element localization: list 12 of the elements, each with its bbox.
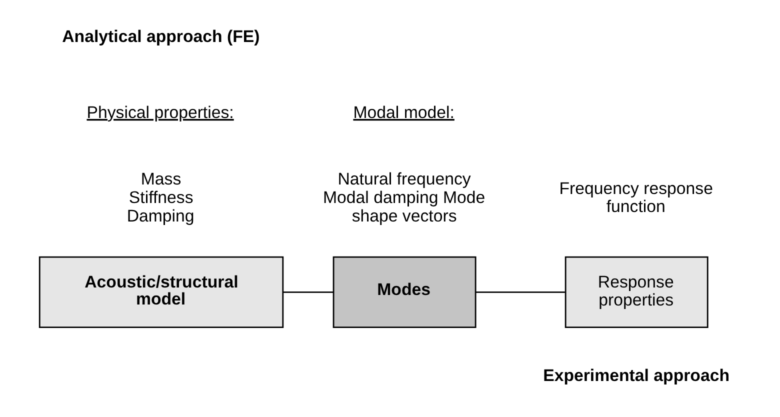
node-label: Frequency response function xyxy=(558,178,712,216)
node-box: Response properties xyxy=(564,256,708,328)
node-box: Modes xyxy=(332,256,476,328)
node-label: Physical properties: xyxy=(86,102,234,122)
connector xyxy=(475,291,564,293)
connector xyxy=(282,291,333,293)
node-label: Modal model: xyxy=(352,102,454,122)
node-label: Natural frequency Modal damping Mode shape vectors xyxy=(322,170,485,226)
node-box: Acoustic/structural model xyxy=(38,256,284,328)
label: Experimental approach xyxy=(542,366,730,385)
label: Analytical approach (FE) xyxy=(62,26,260,46)
node-label: Mass Stiffness Damping xyxy=(126,170,194,226)
